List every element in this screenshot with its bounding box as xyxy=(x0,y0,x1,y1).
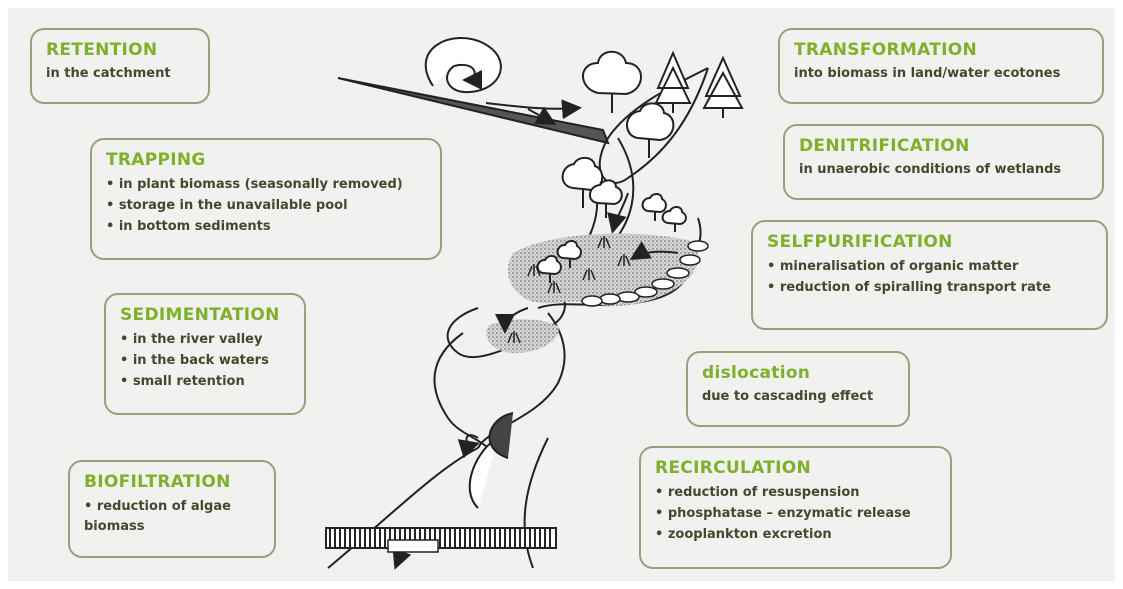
selfpurification-title: SELFPURIFICATION xyxy=(767,232,953,252)
retention-text: in the catchment xyxy=(46,66,171,81)
selfpurification-box: SELFPURIFICATION mineralisation of organ… xyxy=(751,220,1108,330)
transformation-title: TRANSFORMATION xyxy=(794,40,978,60)
transformation-box: TRANSFORMATION into biomass in land/wate… xyxy=(778,28,1104,104)
biofiltration-title: BIOFILTRATION xyxy=(84,472,231,492)
recirculation-item: zooplankton excretion xyxy=(655,524,938,545)
retention-box: RETENTION in the catchment xyxy=(30,28,210,104)
dislocation-text: due to cascading effect xyxy=(702,389,874,404)
river-illustration xyxy=(325,37,744,570)
deciduous-tree-icon xyxy=(536,50,687,283)
trapping-item: in bottom sediments xyxy=(106,216,428,237)
trapping-item: storage in the unavailable pool xyxy=(106,195,428,216)
sedimentation-item: small retention xyxy=(120,371,292,392)
denitrification-text: in unaerobic conditions of wetlands xyxy=(799,162,1062,177)
recirculation-box: RECIRCULATION reduction of resuspension … xyxy=(639,446,952,569)
trapping-item: in plant biomass (seasonally removed) xyxy=(106,174,428,195)
denitrification-box: DENITRIFICATION in unaerobic conditions … xyxy=(783,124,1104,200)
dam-icon xyxy=(325,527,557,553)
dislocation-title: dislocation xyxy=(702,363,811,383)
denitrification-title: DENITRIFICATION xyxy=(799,136,970,156)
recirculation-item: reduction of resuspension xyxy=(655,482,938,503)
biofiltration-text: biomass xyxy=(84,519,145,534)
recirculation-title: RECIRCULATION xyxy=(655,458,812,478)
selfpurification-item: reduction of spiralling transport rate xyxy=(767,277,1094,298)
transformation-text: into biomass in land/water ecotones xyxy=(794,66,1061,81)
meander-segments xyxy=(581,240,709,307)
biofiltration-item: reduction of algae xyxy=(84,496,262,517)
sedimentation-item: in the river valley xyxy=(120,329,292,350)
sedimentation-item: in the back waters xyxy=(120,350,292,371)
recirculation-item: phosphatase – enzymatic release xyxy=(655,503,938,524)
trapping-box: TRAPPING in plant biomass (seasonally re… xyxy=(90,138,442,260)
selfpurification-item: mineralisation of organic matter xyxy=(767,256,1094,277)
wetland-small xyxy=(486,319,559,354)
trapping-title: TRAPPING xyxy=(106,150,206,170)
conifer-tree-icon xyxy=(654,50,744,118)
retention-title: RETENTION xyxy=(46,40,158,60)
dislocation-box: dislocation due to cascading effect xyxy=(686,351,910,427)
sedimentation-box: SEDIMENTATION in the river valley in the… xyxy=(104,293,306,415)
diagram-canvas: RETENTION in the catchment TRAPPING in p… xyxy=(8,8,1115,581)
sedimentation-title: SEDIMENTATION xyxy=(120,305,280,325)
catchment-inflow xyxy=(337,37,610,145)
biofiltration-box: BIOFILTRATION reduction of algae biomass xyxy=(68,460,276,558)
reeds xyxy=(507,236,631,344)
